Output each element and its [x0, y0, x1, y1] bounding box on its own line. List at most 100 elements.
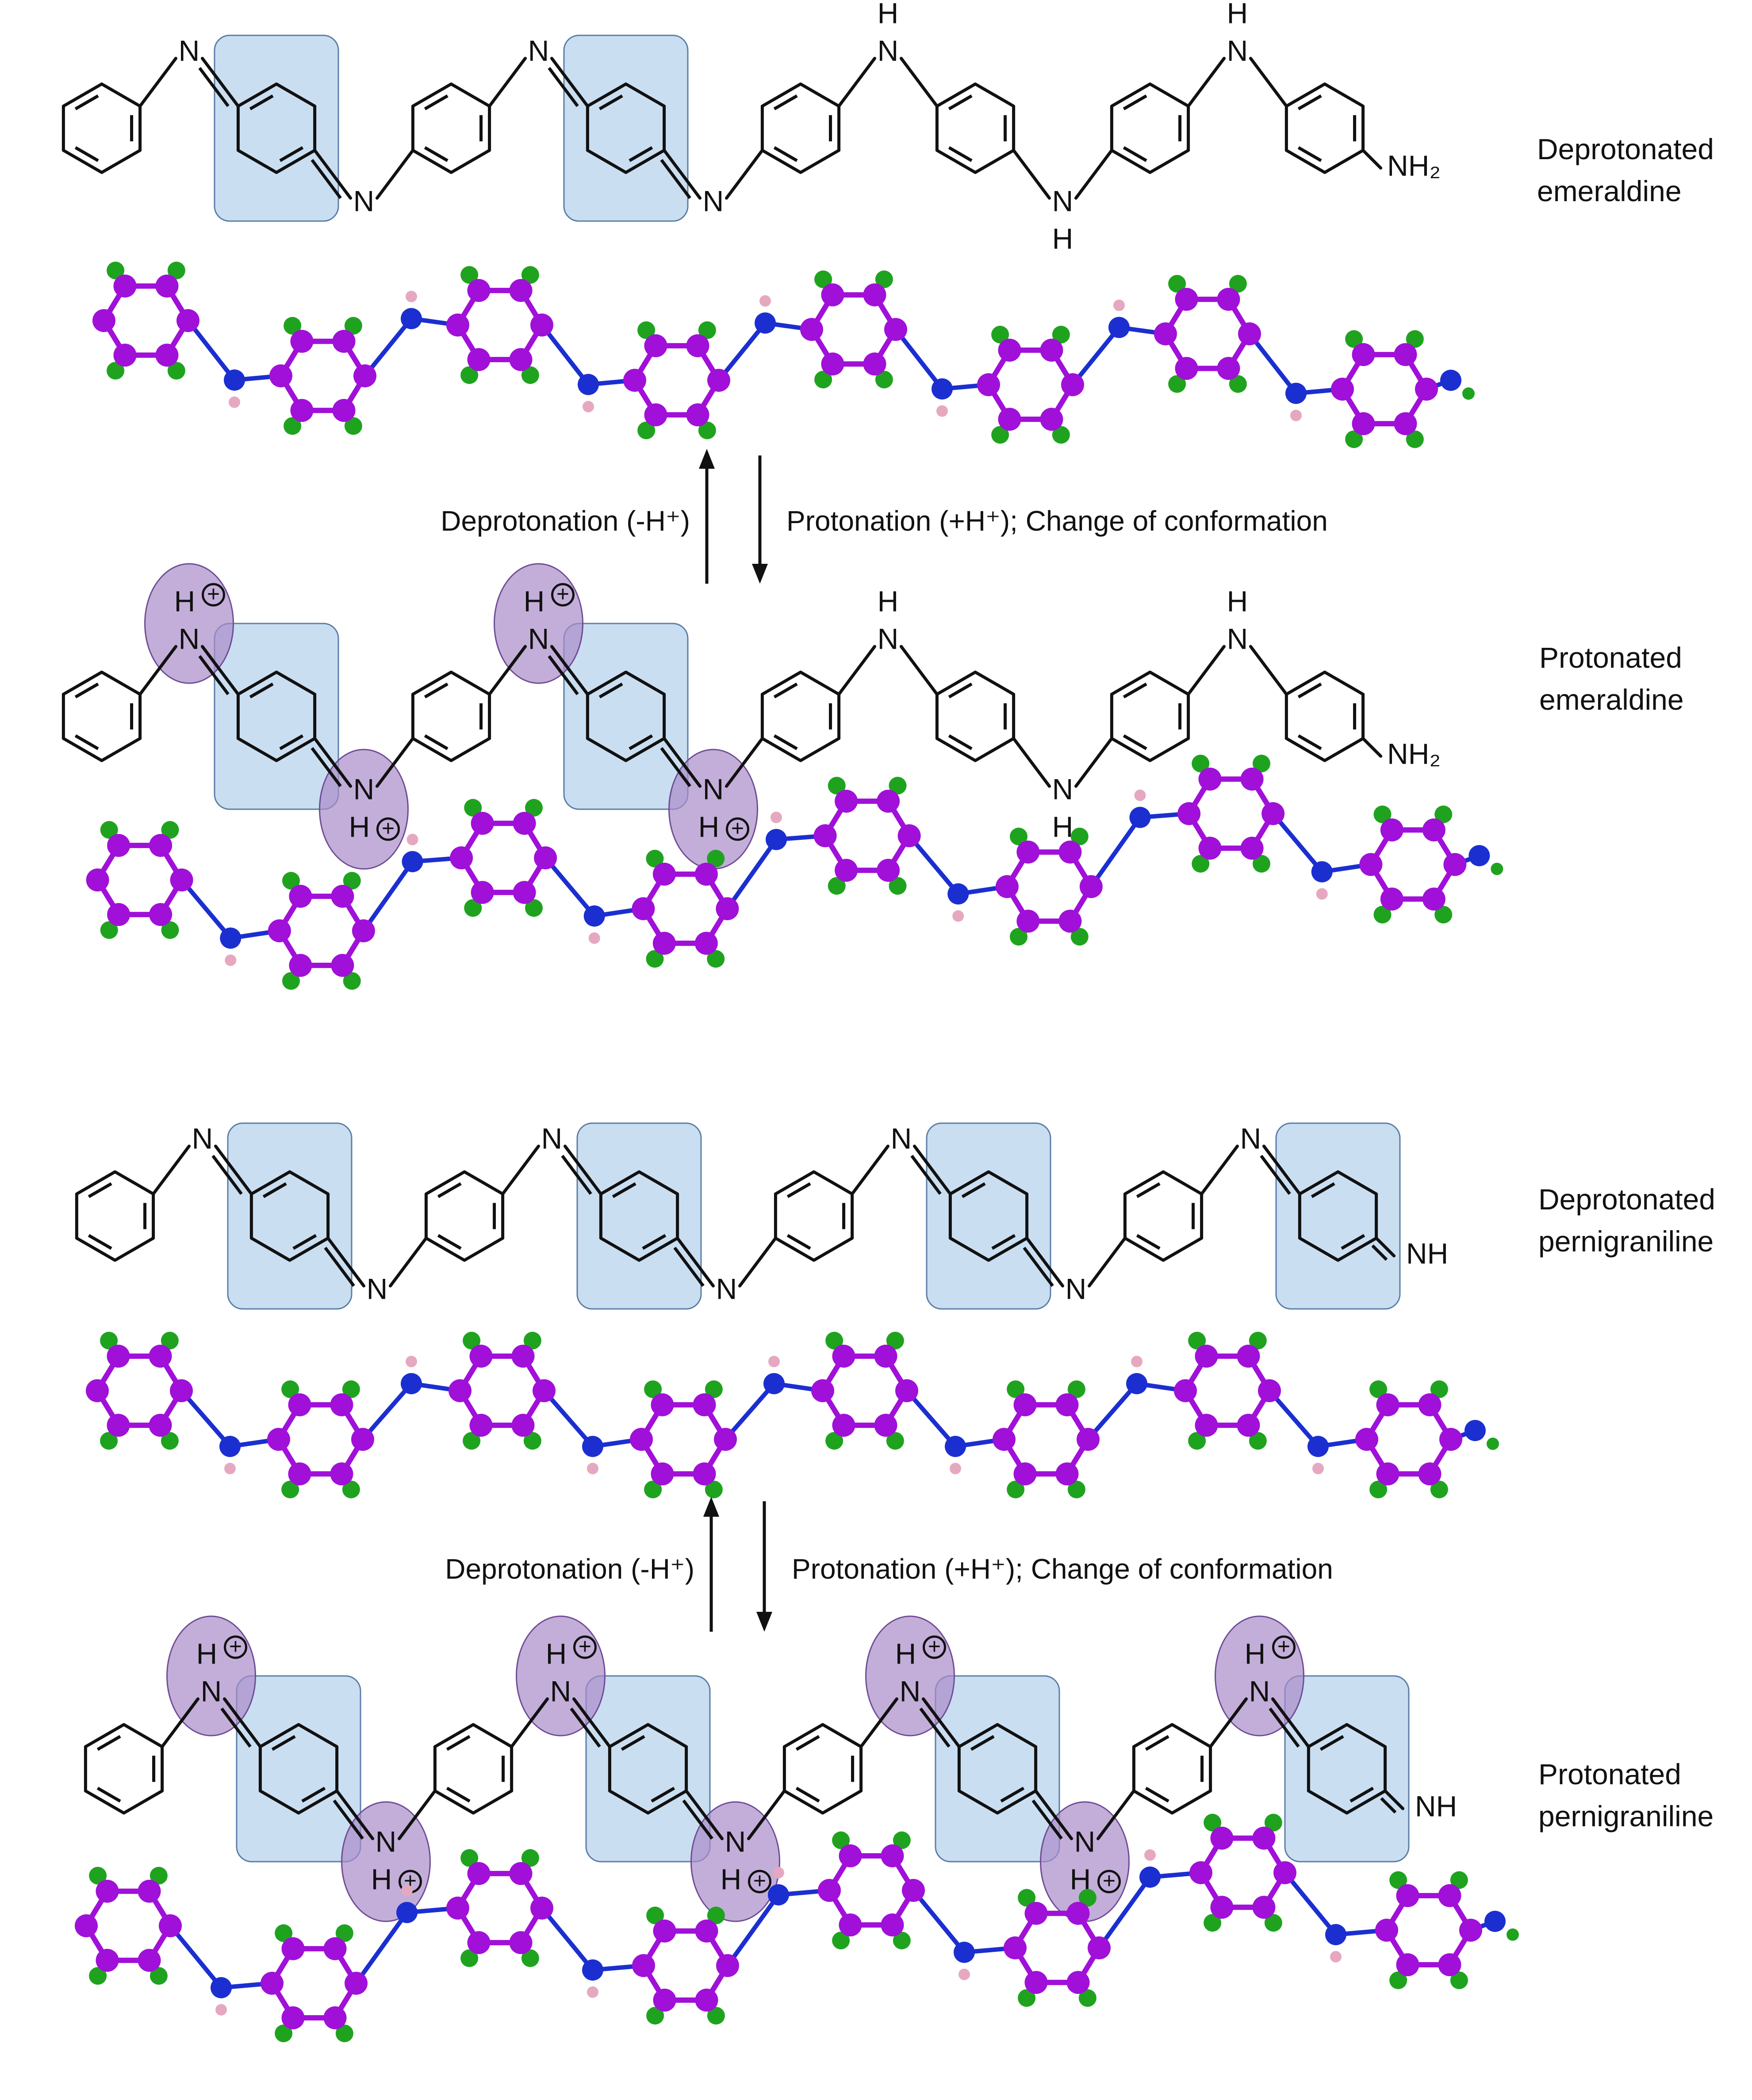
nitrogen-hydrogen-atom	[773, 1867, 784, 1878]
nitrogen-hydrogen-atom	[1312, 1463, 1324, 1474]
hydrogen-atom	[875, 371, 893, 389]
terminal-hydrogen-atom	[1487, 1438, 1499, 1450]
terminal-nitrogen-atom	[1440, 370, 1461, 391]
carbon-atom	[330, 1393, 353, 1416]
nitrogen-hydrogen-atom	[936, 405, 948, 417]
nitrogen-label: N	[1052, 184, 1073, 217]
carbon-atom	[113, 344, 137, 367]
positive-charge-circle	[376, 817, 400, 841]
carbon-atom	[467, 348, 491, 371]
bond	[572, 1697, 611, 1748]
double-bond-line	[561, 1155, 592, 1195]
carbon-atom	[530, 1897, 553, 1920]
hydrogen-atom	[100, 921, 118, 939]
bond	[223, 1697, 262, 1748]
double-bond-line	[446, 1735, 471, 1751]
hydrogen-atom	[707, 1906, 725, 1924]
double-bond-line	[424, 94, 449, 111]
hydrogen-atom	[637, 421, 656, 440]
bond	[851, 1144, 889, 1196]
double-bond-line	[292, 1234, 317, 1250]
hydrogen-label: H	[371, 1863, 392, 1895]
carbon-atom	[821, 283, 844, 306]
carbon-atom	[1422, 887, 1445, 911]
hydrogen-atom	[707, 849, 725, 868]
nitrogen-bond	[907, 834, 960, 895]
bond	[837, 645, 876, 696]
bond	[1262, 1144, 1301, 1196]
carbon-atom	[1088, 1936, 1111, 1959]
terminal-nitrogen-atom	[1468, 845, 1490, 866]
bond	[326, 1236, 365, 1288]
bond-layer	[61, 645, 1383, 788]
double-bond-line	[88, 1234, 112, 1250]
carbon-atom	[653, 1919, 676, 1943]
hydrogen-atom	[460, 266, 479, 284]
carbon-atom	[653, 1989, 676, 2012]
bond-layer	[84, 1697, 1405, 1840]
double-bond-line	[424, 682, 449, 699]
carbon-atom	[714, 1428, 737, 1451]
double-bond-line	[795, 1735, 820, 1751]
hydrogen-atom	[1078, 1889, 1096, 1907]
hydrogen-atom	[644, 1480, 662, 1499]
bond	[313, 149, 352, 200]
carbon-atom	[281, 1937, 305, 1960]
nitrogen-atom	[402, 851, 423, 872]
label-row3-line2: pernigraniline	[1538, 1225, 1714, 1258]
carbon-atom	[511, 1414, 535, 1437]
nitrogen-label: N	[367, 1272, 388, 1305]
carbon-atom	[469, 1414, 493, 1437]
bond	[1096, 1789, 1135, 1840]
nitrogen-hydrogen-atom	[401, 1885, 413, 1896]
nitrogen-bond	[180, 878, 233, 940]
bond	[1088, 1236, 1127, 1288]
terminal-nitrogen-atom	[1484, 1911, 1506, 1932]
double-bond-line	[279, 146, 304, 162]
nitrogen-atom	[401, 308, 422, 329]
carbon-atom	[1376, 1393, 1399, 1416]
carbon-atom	[1195, 1344, 1218, 1368]
carbon-atom	[1438, 1953, 1461, 1977]
double-bond-line	[570, 1707, 601, 1748]
hydrogen-atom	[343, 872, 361, 890]
carbon-atom	[877, 789, 900, 813]
double-bond-line	[311, 159, 342, 199]
carbon-atom	[1237, 1344, 1260, 1368]
hydrogen-atom	[1253, 754, 1270, 773]
nitrogen-hydrogen-atom	[406, 1356, 417, 1367]
double-bond-line	[74, 146, 99, 162]
hydrogen-atom	[1188, 1432, 1206, 1450]
positive-charge-sign: +	[382, 816, 395, 841]
carbon-atom	[170, 1379, 193, 1402]
hydrogen-atom	[464, 899, 482, 917]
double-bond-line	[660, 747, 691, 788]
carbon-atom	[1177, 802, 1201, 825]
bond	[376, 149, 414, 200]
nitrogen-atom	[396, 1902, 418, 1923]
highlight-layer	[166, 1615, 1410, 1922]
hydrogen-label: H	[1052, 222, 1073, 255]
carbon-atom	[471, 811, 494, 835]
carbon-atom	[1396, 1884, 1419, 1907]
terminal-group-label: NH	[1406, 1237, 1448, 1270]
carbon-atom	[107, 834, 130, 857]
hydrogen-atom	[521, 1849, 539, 1867]
hydrogen-atom	[1067, 1380, 1085, 1398]
hydrogen-atom	[814, 371, 832, 389]
bond	[1249, 645, 1288, 696]
terminal-nitrogen-atom	[1464, 1420, 1486, 1441]
carbon-atom	[832, 1344, 855, 1368]
bond	[1384, 1789, 1405, 1810]
carbon-atom	[467, 1862, 491, 1885]
highlight-layer	[227, 1122, 1401, 1310]
protonated-site-ellipse	[319, 749, 409, 870]
double-bond-line	[660, 159, 691, 199]
carbon-atom	[877, 859, 900, 882]
carbon-atom	[530, 314, 553, 337]
benzenoid-ring	[760, 670, 841, 762]
carbon-atom	[874, 1344, 897, 1368]
hydrogen-atom	[1052, 325, 1070, 344]
bond	[1074, 149, 1113, 200]
hydrogen-atom	[1434, 906, 1453, 924]
